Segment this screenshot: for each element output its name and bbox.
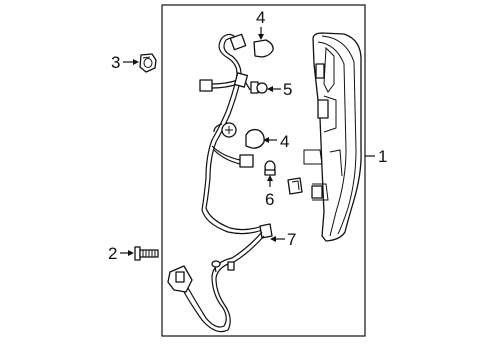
callout-5: 5: [283, 80, 292, 99]
callout-7-arrow: [270, 236, 276, 242]
assembly-frame: [161, 4, 366, 337]
callout-2-arrow: [128, 250, 134, 256]
callout-4-middle: 4: [280, 132, 289, 151]
bulb-upper-part: [253, 39, 274, 58]
callout-6: 6: [265, 190, 274, 209]
bulb-small-part: [250, 81, 268, 94]
callout-4-middle-arrow: [263, 137, 269, 143]
wiring-harness-part: [167, 33, 273, 333]
nut-part: [139, 53, 157, 73]
callout-4-upper-arrow: [258, 34, 264, 40]
callout-3-arrow: [133, 59, 139, 65]
tail-lamp-part: [303, 32, 362, 242]
bulb-wedge-part: [264, 160, 276, 176]
callout-1: 1: [378, 147, 387, 166]
clip-part: [287, 177, 303, 195]
callout-5-arrow: [267, 86, 273, 92]
callout-7: 7: [287, 230, 296, 249]
callout-4-upper: 4: [256, 8, 265, 27]
callout-2: 2: [108, 244, 117, 263]
screw-part: [134, 246, 159, 261]
callout-3: 3: [111, 53, 120, 72]
callout-6-arrow: [267, 175, 273, 181]
bulb-middle-part: [245, 128, 265, 149]
